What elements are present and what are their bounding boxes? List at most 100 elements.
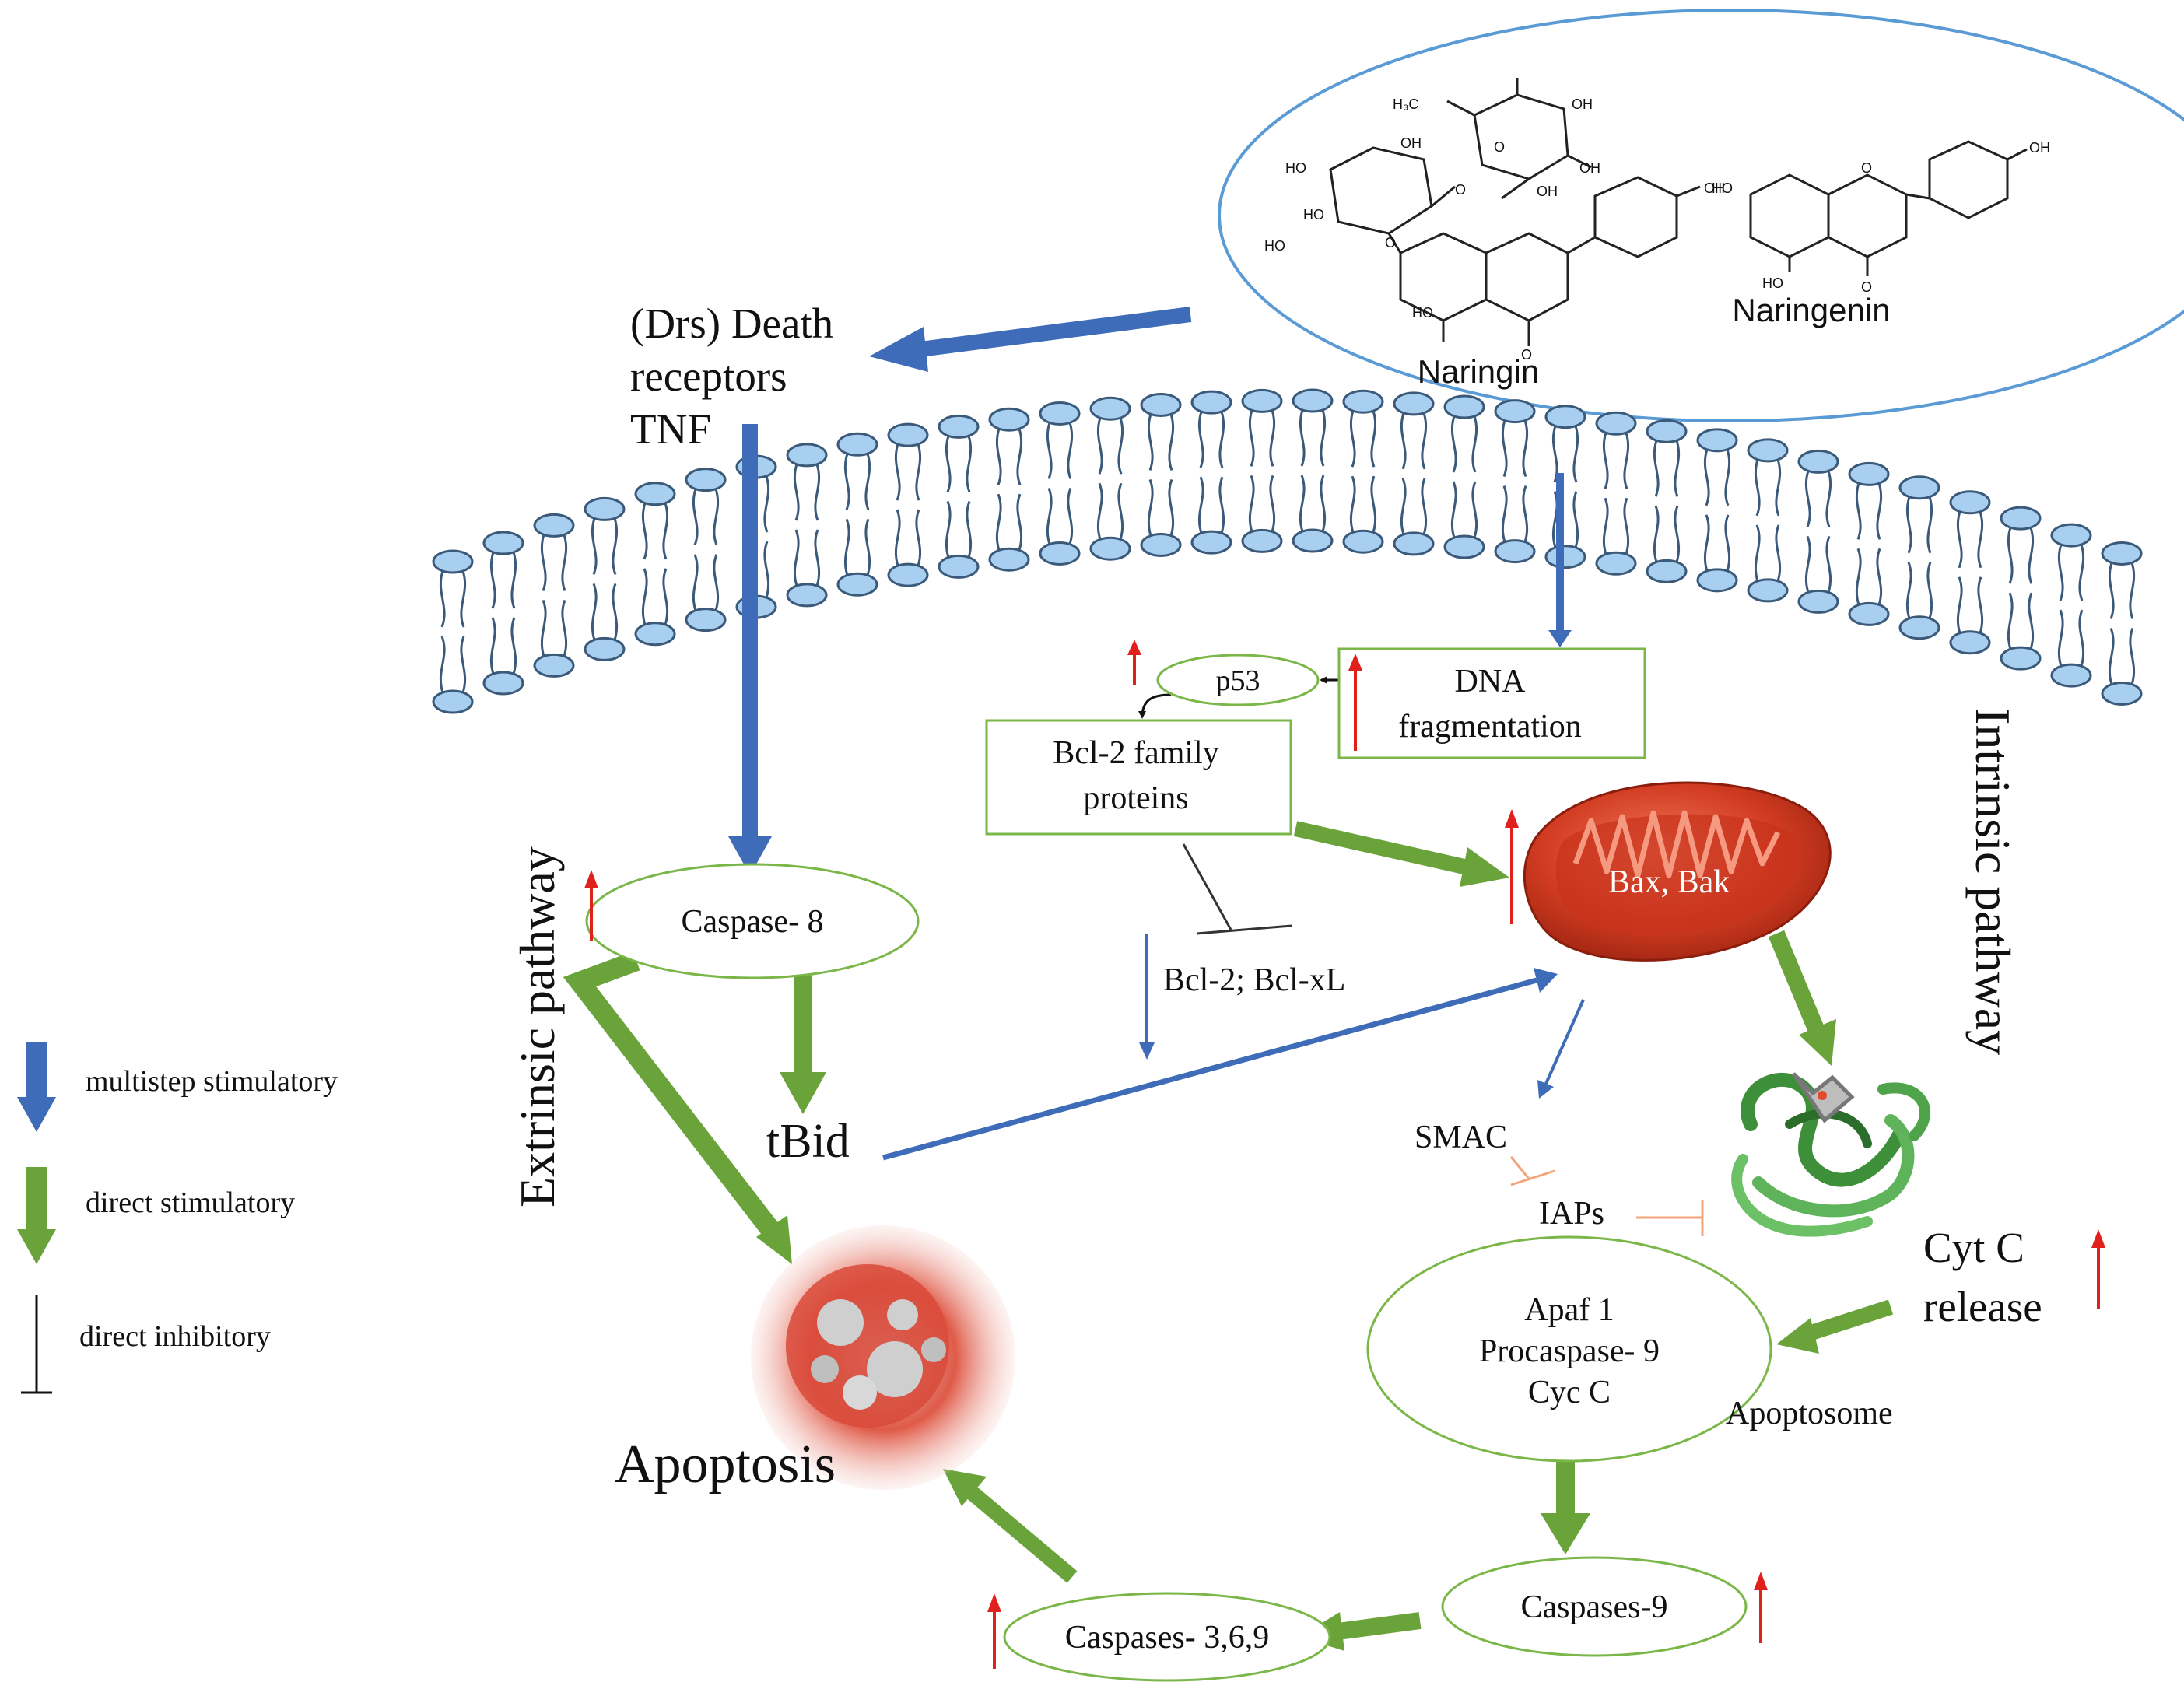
lipid-unit <box>2101 541 2143 706</box>
bcl2-bclxl-label: Bcl-2; Bcl-xL <box>1163 962 1345 998</box>
blue-arrow-icon <box>17 1097 56 1132</box>
caspases9-node: Caspases-9 <box>1441 1556 1748 1657</box>
legend-multistep: multistep stimulatory <box>17 1042 338 1132</box>
p53-node: p53 <box>1156 654 1320 706</box>
atom-label: O <box>1861 279 1872 295</box>
up-arrow-icon <box>987 1593 1001 1612</box>
upregulation-indicators <box>584 640 2105 1669</box>
atom-label: OH <box>1579 160 1600 176</box>
apoptosis-label: Apoptosis <box>615 1435 836 1495</box>
blue-arrowhead <box>1548 630 1572 647</box>
atom-label: O <box>1494 139 1505 155</box>
caspases9-label: Caspases-9 <box>1521 1589 1668 1625</box>
atom-label: OH <box>1537 184 1558 199</box>
p53-label: p53 <box>1216 664 1260 697</box>
lipid-unit <box>1797 449 1839 614</box>
green-arrows <box>563 821 1894 1651</box>
up-arrow-icon <box>1754 1572 1768 1590</box>
up-arrow-icon <box>1127 640 1141 655</box>
lipid-unit <box>584 496 626 661</box>
lipid-unit <box>533 513 575 678</box>
atom-label: OH <box>1704 180 1725 196</box>
lipid-unit <box>938 414 980 579</box>
atom-label: OH <box>2029 140 2050 156</box>
naringenin-atom-labels: HO O OH HO O <box>1712 140 2050 295</box>
receptor-labels: (Drs) Death receptors TNF <box>630 300 833 453</box>
lipid-unit <box>1494 399 1536 564</box>
lipid-unit <box>1393 391 1435 556</box>
atom-label: HO <box>1303 207 1324 223</box>
lipid-unit <box>836 432 878 597</box>
blue-arrowhead <box>1534 968 1558 993</box>
dna-label-line2: fragmentation <box>1398 709 1582 745</box>
lipid-unit <box>1898 475 1940 640</box>
lipid-unit <box>786 443 828 608</box>
legend-direct-inhibitory: direct inhibitory <box>21 1295 271 1394</box>
lipid-unit <box>1696 428 1738 593</box>
receptors-label-line1: (Drs) Death <box>630 300 833 347</box>
blue-arrowhead <box>1537 1080 1554 1099</box>
up-arrow-icon <box>584 870 598 888</box>
caspases369-label: Caspases- 3,6,9 <box>1065 1620 1269 1656</box>
cytc-label-line2: release <box>1923 1283 2042 1330</box>
lipid-unit <box>1190 390 1232 555</box>
lipid-unit <box>1089 396 1131 561</box>
lipid-unit <box>482 531 524 696</box>
smac-label: SMAC <box>1415 1120 1507 1155</box>
lipid-unit <box>1292 388 1334 553</box>
mitochondrion: Bax, Bak <box>1523 781 1832 962</box>
lipid-unit <box>634 482 676 647</box>
caspases369-node: Caspases- 3,6,9 <box>1003 1592 1331 1682</box>
apoptosome-label: Apoptosome <box>1726 1396 1893 1431</box>
legend-direct-inhib-label: direct inhibitory <box>79 1320 271 1353</box>
atom-label: HO <box>1285 160 1306 176</box>
atom-label: O <box>1385 235 1396 251</box>
atom-label: HO <box>1412 305 1433 321</box>
lipid-unit <box>988 407 1030 572</box>
extrinsic-pathway-label: Extrinsic pathway <box>510 846 565 1207</box>
up-arrow-icon <box>1505 809 1519 828</box>
atom-label: OH <box>1572 96 1593 112</box>
lipid-unit <box>1544 405 1586 569</box>
cytochrome-c-structure <box>1731 1072 1931 1237</box>
legend: multistep stimulatory direct stimulatory… <box>17 1042 338 1394</box>
atom-label: HO <box>1264 238 1285 254</box>
atom-label: H₃C <box>1393 96 1418 112</box>
apoptosome-node: Apaf 1 Procaspase- 9 Cyc C <box>1366 1235 1772 1463</box>
blue-arrowhead <box>869 327 928 372</box>
up-arrow-icon <box>1348 654 1362 671</box>
lipid-unit <box>1241 388 1283 553</box>
lipid-unit <box>685 468 727 632</box>
bax-bak-label: Bax, Bak <box>1608 864 1730 900</box>
green-arrow-icon <box>17 1229 56 1264</box>
up-arrow-icon <box>2091 1229 2105 1248</box>
apaf-label-line2: Procaspase- 9 <box>1479 1333 1660 1369</box>
bcl2-family-label-line2: proteins <box>1083 780 1188 816</box>
lipid-unit <box>1848 461 1890 626</box>
atom-label: HO <box>1712 180 1733 196</box>
iaps-label: IAPs <box>1539 1196 1604 1232</box>
receptors-label-line2: receptors <box>630 352 787 400</box>
lipid-unit <box>432 549 474 714</box>
caspase8-node: Caspase- 8 <box>585 863 920 979</box>
naringenin-label: Naringenin <box>1732 292 1890 328</box>
bcl2-family-box: Bcl-2 family proteins <box>985 719 1292 836</box>
lipid-unit <box>1949 490 1991 655</box>
lipid-unit <box>2000 506 2042 671</box>
compound-group: H₃C OH O OH OH OH HO HO HO O O HO O OH H… <box>1218 9 2184 422</box>
lipid-unit <box>1747 438 1789 603</box>
lipid-unit <box>1595 411 1637 576</box>
apaf-label-line1: Apaf 1 <box>1524 1292 1614 1328</box>
atom-label: O <box>1521 347 1532 363</box>
intrinsic-pathway-label: Intrinsic pathway <box>1965 708 2021 1055</box>
dna-label-line1: DNA <box>1455 664 1527 699</box>
atom-label: O <box>1861 160 1872 176</box>
lipid-unit <box>1342 389 1384 554</box>
blue-arrowhead <box>728 836 772 875</box>
naringin-atom-labels: H₃C OH O OH OH OH HO HO HO O O HO O OH <box>1264 96 1725 363</box>
tbid-label: tBid <box>766 1115 850 1168</box>
receptors-label-line3: TNF <box>630 405 711 453</box>
legend-multistep-label: multistep stimulatory <box>86 1065 338 1098</box>
lipid-unit <box>887 422 929 587</box>
